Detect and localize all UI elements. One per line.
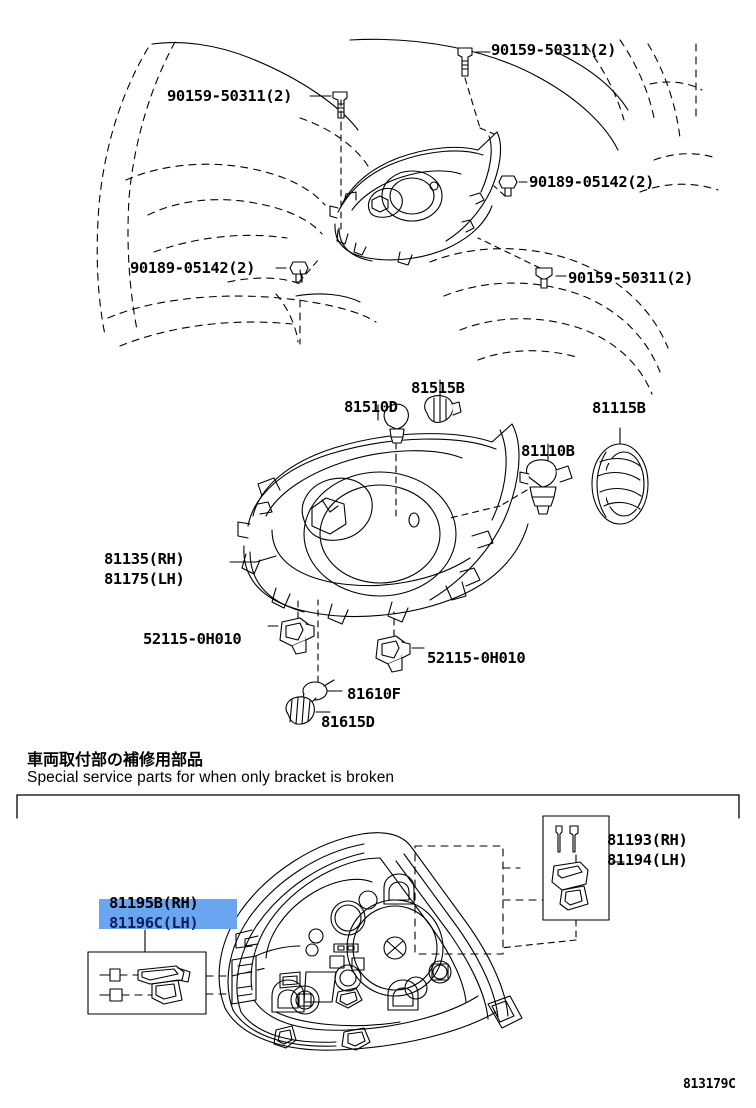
middle-leader-lines (229, 379, 621, 713)
label-top-bolt-lower-right: 90159-50311(2) (568, 269, 694, 287)
part-81115B-seal (591, 443, 649, 525)
label-top-nut-right: 90189-05142(2) (529, 173, 655, 191)
label-bulb-81510D: 81510D (344, 398, 398, 416)
label-seal-81115B: 81115B (592, 399, 646, 417)
label-bulb-81110B: 81110B (521, 442, 575, 460)
label-housing-lh-81175: 81175(LH) (104, 570, 185, 588)
bracket-detail-box-right (542, 815, 610, 921)
label-bulb-81610F: 81610F (347, 685, 401, 703)
part-52115-clip-right (375, 635, 411, 673)
headlamp-housing-main (237, 423, 529, 625)
text-selection-highlight (99, 899, 237, 929)
bottom-leader-lines (144, 861, 625, 953)
label-clip-left-52115: 52115-0H010 (143, 630, 242, 648)
part-81510D-bulb (383, 403, 409, 444)
label-top-nut-lower-left: 90189-05142(2) (130, 259, 256, 277)
label-housing-rh-81135: 81135(RH) (104, 550, 185, 568)
label-socket-81615D: 81615D (321, 713, 375, 731)
top-leader-lines (275, 51, 567, 283)
top-headlamp-unit (329, 131, 502, 266)
label-bracket-lh-81196C[interactable]: 81196C(LH) (109, 914, 199, 932)
top-fastener-nut-b (289, 261, 309, 283)
section-title-japanese: 車両取付部の補修用部品 (27, 750, 204, 769)
top-fastener-bolt-a (332, 91, 348, 119)
part-81615D-socket (285, 696, 315, 725)
label-bracket-rh-81193: 81193(RH) (607, 831, 688, 849)
label-bracket-rh-81195B: 81195B(RH) (109, 894, 199, 912)
label-top-bolt-upper-right: 90159-50311(2) (491, 41, 617, 59)
top-fastener-bolt-c (535, 267, 553, 289)
part-81110B-bulb (519, 459, 573, 515)
label-bracket-lh-81194: 81194(LH) (607, 851, 688, 869)
bumper-crease (295, 293, 361, 303)
label-socket-81515B: 81515B (411, 379, 465, 397)
part-81515B-socket (424, 395, 462, 423)
section-title-english: Special service parts for when only brac… (27, 769, 395, 786)
bracket-detail-box-left (87, 951, 207, 1015)
top-fastener-bolt-b (457, 47, 473, 77)
top-fastener-nut-a (498, 175, 518, 197)
diagram-id-code: 813179C (683, 1077, 736, 1092)
bottom-bracket-tab (231, 945, 301, 1005)
label-top-bolt-upper-left: 90159-50311(2) (167, 87, 293, 105)
bottom-alignment-guides (119, 845, 577, 996)
bottom-headlamp-rear-housing (218, 832, 523, 1051)
label-clip-right-52115: 52115-0H010 (427, 649, 526, 667)
service-parts-bracket-frame (16, 794, 740, 819)
fender-wheel-arch (275, 39, 719, 395)
vehicle-hood-outline (151, 38, 629, 151)
vehicle-body-outline (96, 41, 377, 347)
part-52115-clip-left (279, 617, 315, 655)
